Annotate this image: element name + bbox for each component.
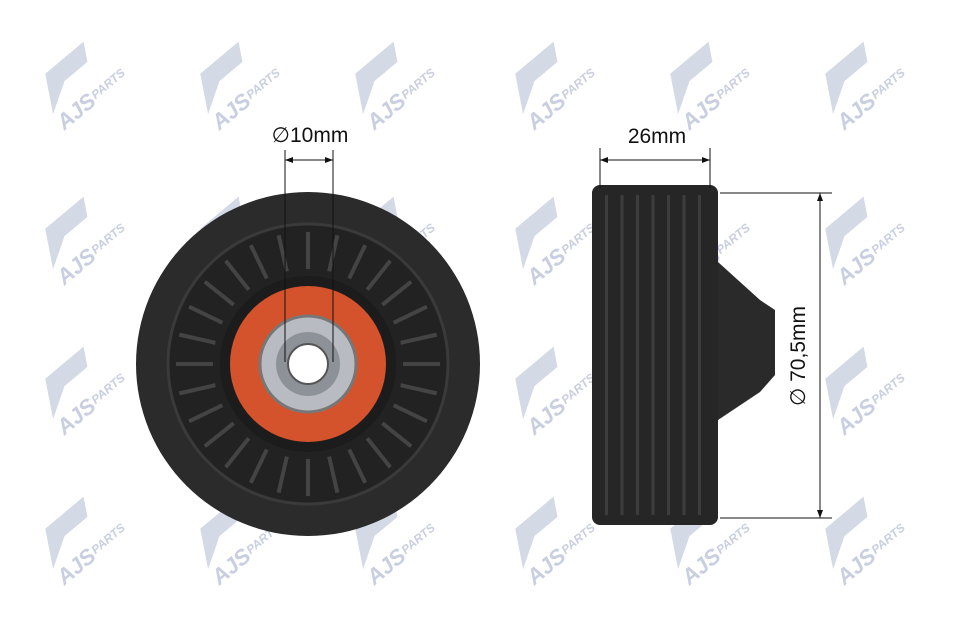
rib	[178, 383, 216, 396]
rib	[327, 456, 340, 494]
rib	[381, 421, 413, 448]
ajs-parts-watermark: AJS PARTS	[515, 41, 598, 135]
rib	[178, 332, 216, 345]
rib	[392, 304, 428, 325]
svg-text:PARTS: PARTS	[88, 371, 127, 407]
rib	[365, 259, 392, 291]
rib	[392, 403, 428, 424]
svg-text:PARTS: PARTS	[868, 221, 907, 257]
bore-diameter-label: ∅10mm	[272, 124, 349, 147]
ajs-parts-watermark: AJS PARTS	[825, 41, 908, 135]
rib	[224, 259, 251, 291]
groove	[636, 195, 639, 515]
svg-text:PARTS: PARTS	[558, 521, 597, 557]
width-label: 26mm	[628, 125, 686, 148]
rib	[203, 421, 235, 448]
svg-text:PARTS: PARTS	[88, 221, 127, 257]
dimension-arrows	[285, 157, 823, 518]
svg-text:PARTS: PARTS	[558, 371, 597, 407]
svg-text:PARTS: PARTS	[558, 221, 597, 257]
rib	[347, 244, 368, 280]
rib	[224, 437, 251, 469]
ajs-parts-watermark: AJS PARTS	[45, 346, 128, 440]
svg-text:PARTS: PARTS	[398, 521, 437, 557]
svg-text:PARTS: PARTS	[713, 521, 752, 557]
ajs-parts-watermark: AJS PARTS	[825, 196, 908, 290]
svg-text:PARTS: PARTS	[868, 371, 907, 407]
svg-text:PARTS: PARTS	[398, 66, 437, 102]
svg-text:PARTS: PARTS	[558, 66, 597, 102]
pulley-ribs	[176, 232, 440, 496]
rib	[381, 280, 413, 307]
rib	[400, 383, 438, 396]
pulley-front-view	[136, 192, 480, 536]
rib	[365, 437, 392, 469]
ajs-parts-watermark: AJS PARTS	[825, 496, 908, 590]
rib	[248, 448, 269, 484]
ajs-parts-watermark: AJS PARTS	[45, 496, 128, 590]
ajs-parts-watermark: AJS PARTS	[515, 496, 598, 590]
groove	[698, 195, 701, 515]
ajs-parts-watermark: AJS PARTS	[355, 41, 438, 135]
ajs-parts-watermark: AJS PARTS	[45, 41, 128, 135]
rib	[188, 403, 224, 424]
rib	[188, 304, 224, 325]
ajs-parts-watermark: AJS PARTS	[515, 346, 598, 440]
rib	[203, 280, 235, 307]
ajs-parts-watermark: AJS PARTS	[45, 196, 128, 290]
svg-text:PARTS: PARTS	[868, 66, 907, 102]
outer-diameter-label: ∅ 70,5mm	[787, 306, 810, 406]
groove	[667, 195, 670, 515]
svg-text:PARTS: PARTS	[88, 66, 127, 102]
svg-text:PARTS: PARTS	[713, 66, 752, 102]
bore-hole	[287, 343, 329, 385]
rib	[248, 244, 269, 280]
rib	[276, 456, 289, 494]
pulley-grooves	[605, 195, 701, 515]
ajs-parts-watermark: AJS PARTS	[670, 41, 753, 135]
ajs-parts-watermark: AJS PARTS	[515, 196, 598, 290]
svg-text:PARTS: PARTS	[713, 221, 752, 257]
pulley-side-view	[592, 185, 775, 525]
svg-text:PARTS: PARTS	[868, 521, 907, 557]
ajs-parts-watermark: AJS PARTS	[200, 41, 283, 135]
ajs-parts-watermark: AJS PARTS	[825, 346, 908, 440]
groove	[605, 195, 608, 515]
groove	[651, 195, 655, 515]
groove	[682, 195, 686, 515]
rib	[400, 332, 438, 345]
groove	[620, 195, 624, 515]
svg-text:PARTS: PARTS	[243, 66, 282, 102]
svg-text:PARTS: PARTS	[88, 521, 127, 557]
rib	[347, 448, 368, 484]
hub-boss	[718, 262, 775, 420]
